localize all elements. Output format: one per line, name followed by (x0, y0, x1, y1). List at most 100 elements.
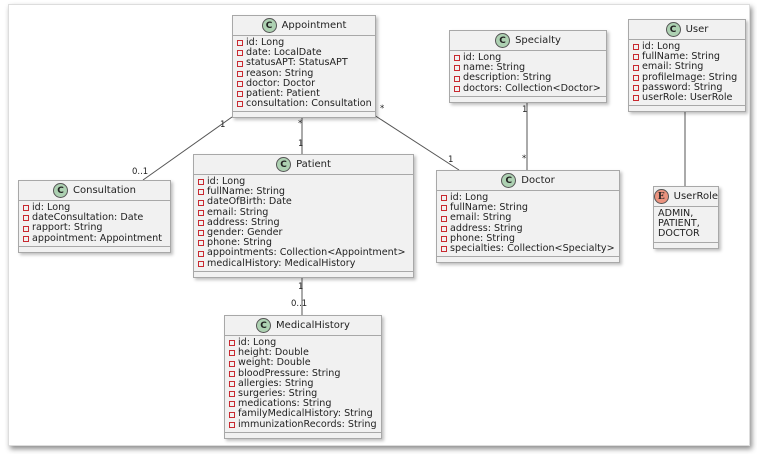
attribute-text: profileImage: String (642, 71, 738, 83)
methods-compartment (194, 272, 413, 277)
attribute-text: email: String (207, 206, 269, 218)
private-visibility-icon (198, 240, 204, 247)
private-visibility-icon (454, 55, 460, 62)
class-name: MedicalHistory (276, 320, 350, 331)
private-visibility-icon (198, 189, 204, 196)
class-icon: C (665, 22, 681, 37)
attribute: appointments: Collection<Appointment> (198, 248, 409, 258)
private-visibility-icon (441, 235, 447, 242)
attribute: familyMedicalHistory: String (229, 409, 377, 419)
private-visibility-icon (441, 225, 447, 232)
attribute-text: height: Double (238, 347, 309, 359)
attribute: weight: Double (229, 358, 377, 368)
attribute-text: id: Long (207, 176, 246, 187)
enum-icon: E (654, 189, 669, 204)
multiplicity-label: * (522, 154, 527, 164)
multiplicity-label: 1 (220, 120, 226, 130)
class-header: C MedicalHistory (225, 316, 381, 336)
multiplicity-label: 1 (522, 105, 528, 115)
class-name: Doctor (521, 175, 555, 186)
attribute-text: email: String (642, 61, 704, 73)
attribute: id: Long (441, 192, 615, 203)
private-visibility-icon (633, 74, 639, 81)
class-name: Specialty (515, 35, 561, 46)
enum-value: PATIENT, (658, 218, 714, 229)
private-visibility-icon (198, 230, 204, 237)
attribute-text: id: Long (463, 52, 502, 63)
methods-compartment (19, 247, 170, 252)
attribute-text: reason: String (246, 67, 314, 79)
private-visibility-icon (229, 370, 235, 377)
attribute: surgeries: String (229, 388, 377, 399)
attribute: patient: Patient (237, 88, 371, 99)
attribute: rapport: String (23, 223, 166, 233)
class-name: UserRole (673, 191, 718, 202)
attribute: fullName: String (198, 186, 409, 197)
multiplicity-label: 1 (298, 282, 304, 292)
attribute: date: LocalDate (237, 47, 371, 58)
private-visibility-icon (441, 195, 447, 202)
attribute-text: bloodPressure: String (238, 367, 341, 379)
attribute: id: Long (23, 202, 166, 213)
private-visibility-icon (198, 219, 204, 226)
multiplicity-label: * (298, 119, 303, 129)
private-visibility-icon (237, 91, 243, 98)
class-header: C Specialty (450, 31, 606, 51)
attribute: dateOfBirth: Date (198, 197, 409, 207)
private-visibility-icon (198, 260, 204, 267)
attribute: id: Long (454, 52, 602, 63)
methods-compartment (654, 243, 718, 248)
private-visibility-icon (237, 50, 243, 57)
attribute: statusAPT: StatusAPT (237, 58, 371, 68)
private-visibility-icon (237, 70, 243, 77)
attribute-text: specialties: Collection<Specialty> (450, 243, 615, 255)
attribute-text: password: String (642, 81, 723, 93)
class-icon: C (256, 318, 272, 333)
attribute-text: ADMIN, (658, 208, 694, 219)
attribute-text: DOCTOR (658, 228, 700, 240)
attribute-text: phone: String (207, 237, 272, 249)
attribute-text: id: Long (238, 337, 277, 348)
attribute: address: String (198, 217, 409, 228)
attribute: name: String (454, 62, 602, 73)
multiplicity-label: * (380, 104, 385, 114)
private-visibility-icon (441, 215, 447, 222)
attribute-text: appointment: Appointment (32, 232, 163, 244)
class-icon: C (501, 173, 517, 188)
class-header: E UserRole (654, 187, 718, 207)
private-visibility-icon (633, 54, 639, 61)
attribute-text: email: String (450, 212, 512, 224)
attribute-text: allergies: String (238, 377, 314, 389)
attribute-text: id: Long (32, 202, 71, 213)
private-visibility-icon (229, 421, 235, 428)
private-visibility-icon (198, 250, 204, 257)
private-visibility-icon (237, 101, 243, 108)
private-visibility-icon (229, 401, 235, 408)
private-visibility-icon (633, 95, 639, 102)
attribute-text: description: String (463, 72, 552, 84)
attribute: userRole: UserRole (633, 92, 741, 103)
methods-compartment (437, 257, 619, 262)
class-icon: C (495, 33, 511, 48)
attribute: gender: Gender (198, 227, 409, 238)
private-visibility-icon (454, 75, 460, 82)
private-visibility-icon (237, 80, 243, 87)
attribute: profileImage: String (633, 71, 741, 83)
attribute-text: rapport: String (32, 222, 103, 234)
private-visibility-icon (198, 179, 204, 186)
private-visibility-icon (229, 360, 235, 367)
attribute: immunizationRecords: String (229, 419, 377, 430)
attribute: description: String (454, 73, 602, 83)
enum-value: ADMIN, (658, 208, 714, 219)
